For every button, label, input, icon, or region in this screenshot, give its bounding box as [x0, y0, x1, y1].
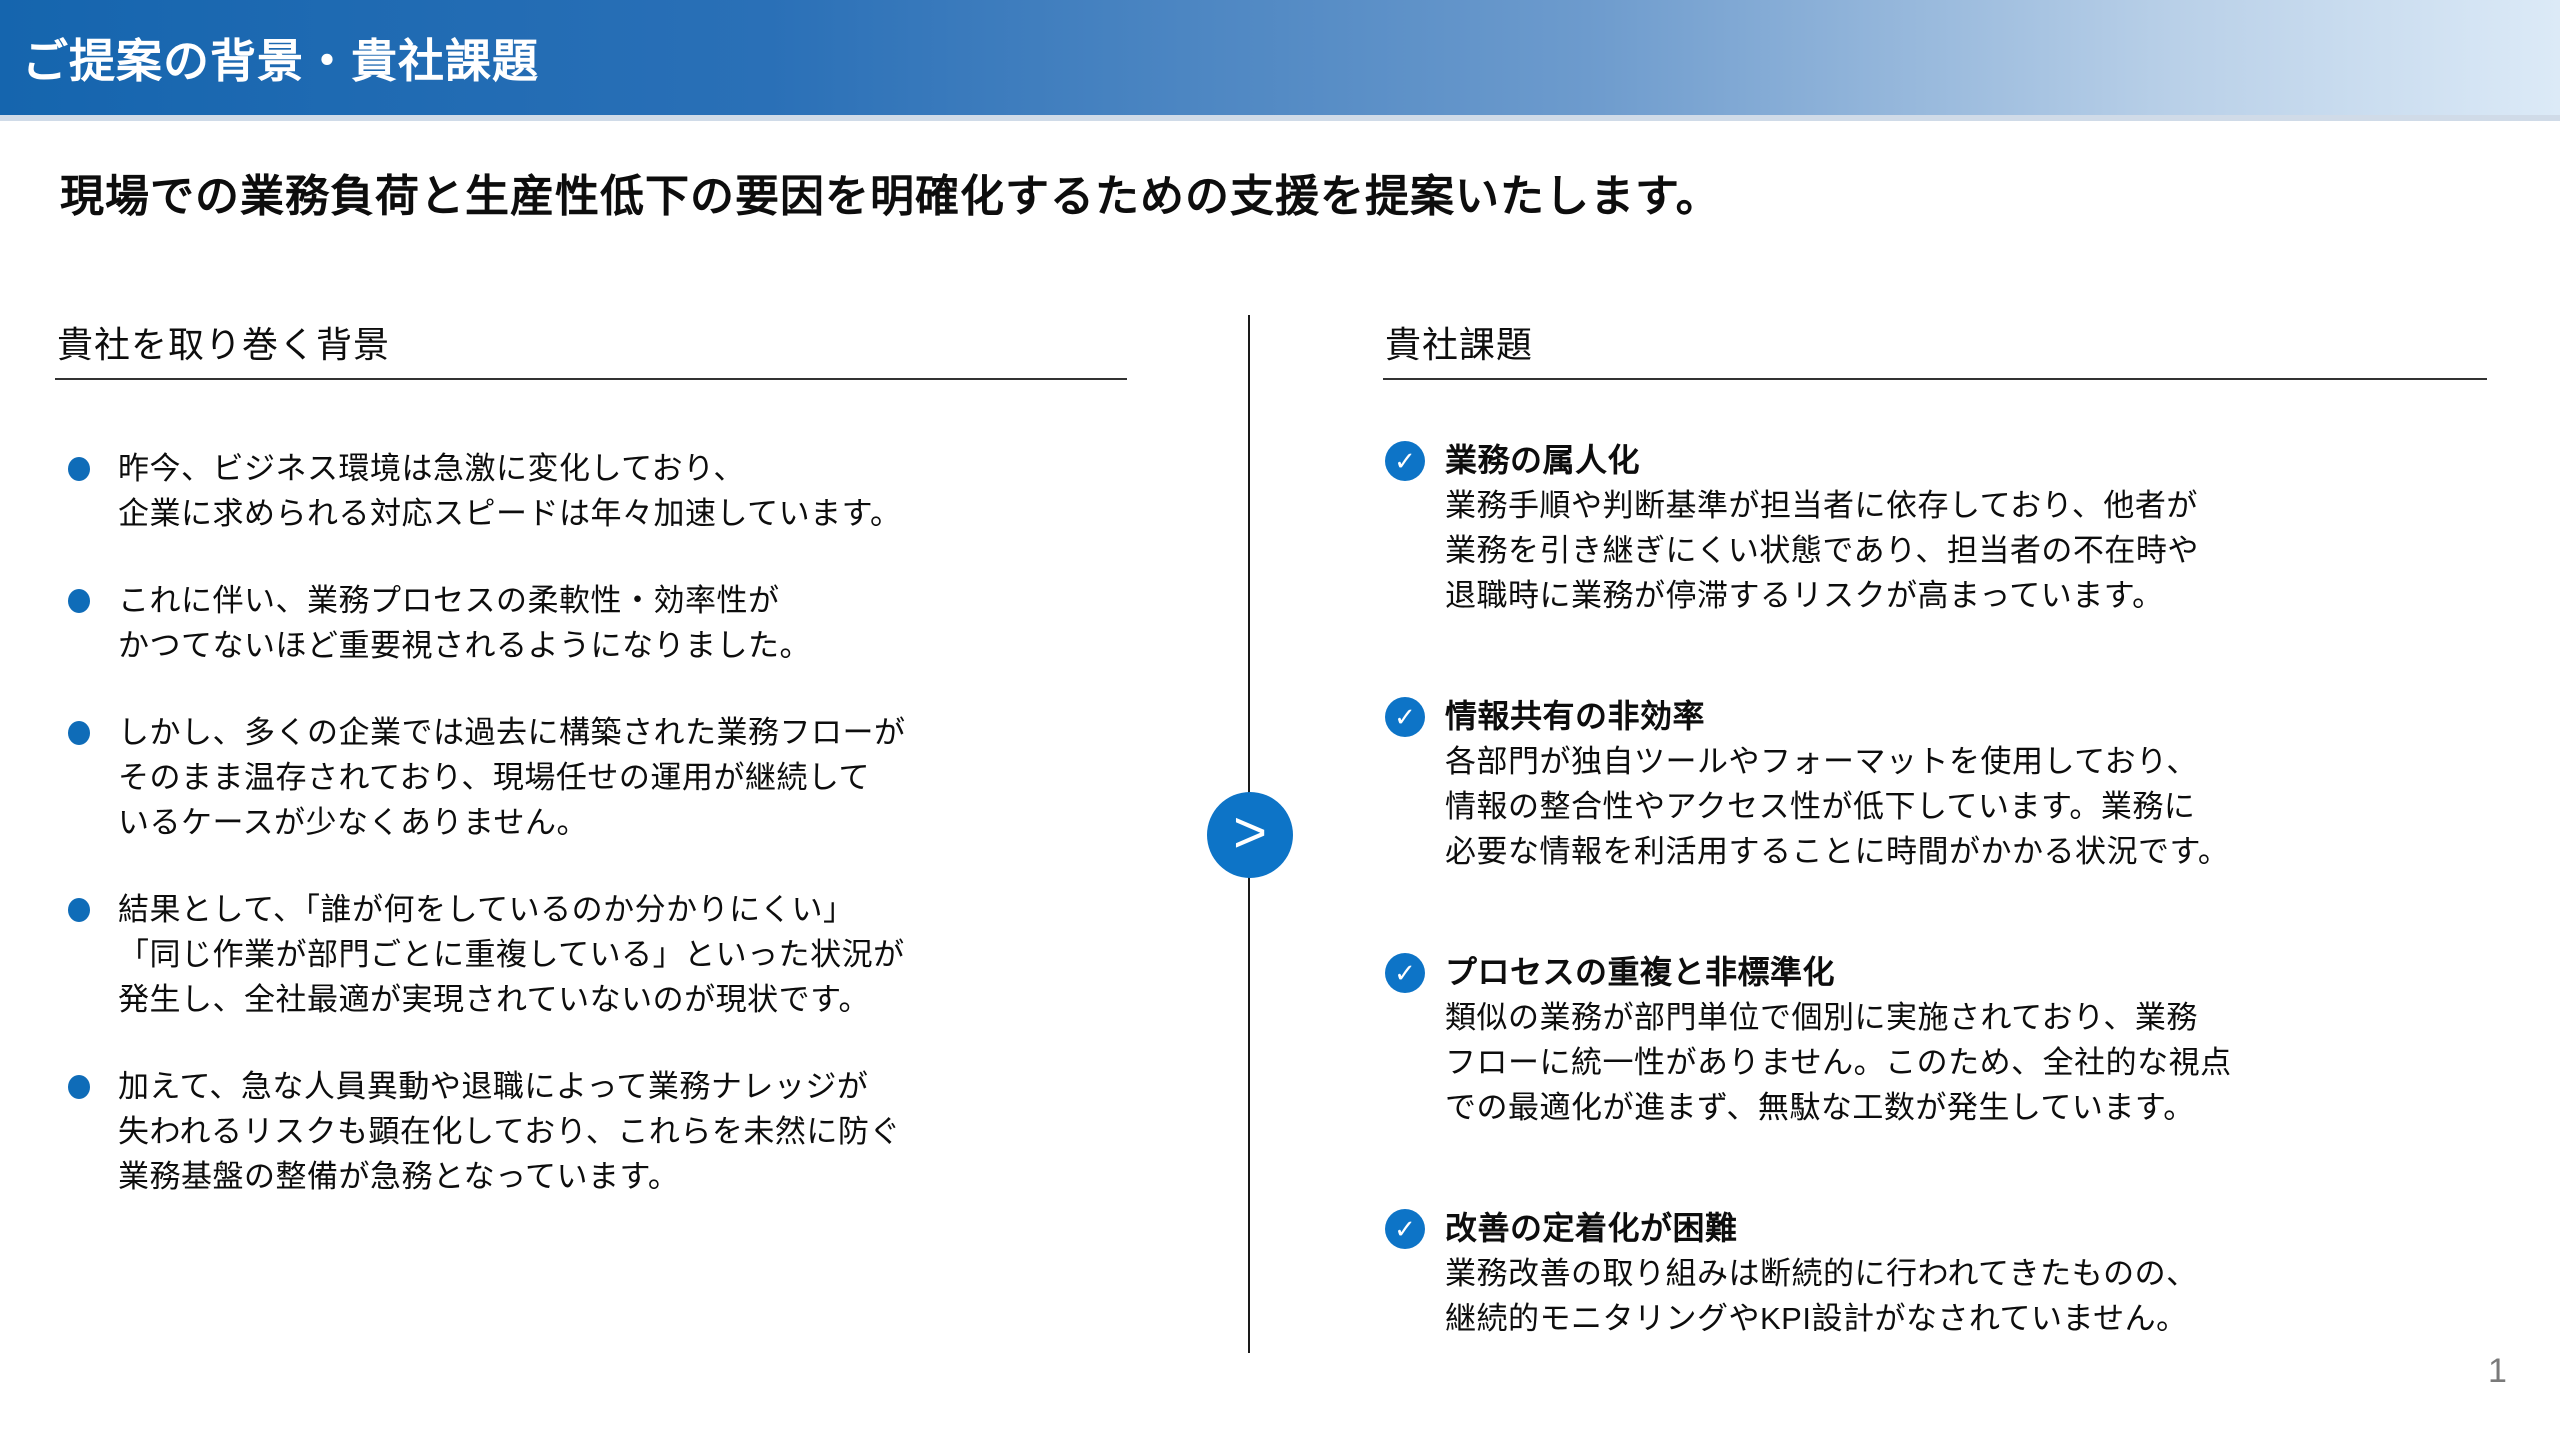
background-bullet-list: 昨今、ビジネス環境は急激に変化しており、 企業に求められる対応スピードは年々加速… [68, 446, 1168, 1199]
list-item: 加えて、急な人員異動や退職によって業務ナレッジが 失われるリスクも顕在化しており… [68, 1064, 1168, 1199]
list-item: これに伴い、業務プロセスの柔軟性・効率性が かつてないほど重要視されるようになり… [68, 578, 1168, 668]
challenge-text: 改善の定着化が困難 業務改善の取り組みは断続的に行われてきたものの、 継続的モニ… [1445, 1206, 2198, 1341]
bullet-dot-icon [68, 721, 90, 745]
challenge-body: 類似の業務が部門単位で個別に実施されており、業務 フローに統一性がありません。こ… [1445, 1000, 2232, 1125]
list-item: ✓ 改善の定着化が困難 業務改善の取り組みは断続的に行われてきたものの、 継続的… [1385, 1206, 2515, 1341]
check-icon: ✓ [1385, 953, 1425, 993]
bullet-text: しかし、多くの企業では過去に構築された業務フローが そのまま温存されており、現場… [118, 715, 906, 840]
bullet-text: 昨今、ビジネス環境は急激に変化しており、 企業に求められる対応スピードは年々加速… [118, 451, 902, 531]
list-item: しかし、多くの企業では過去に構築された業務フローが そのまま温存されており、現場… [68, 710, 1168, 845]
header-bar: ご提案の背景・貴社課題 [0, 0, 2560, 115]
challenge-body: 各部門が独自ツールやフォーマットを使用しており、 情報の整合性やアクセス性が低下… [1445, 744, 2230, 869]
challenge-title: 情報共有の非効率 [1445, 698, 1706, 734]
page-title: ご提案の背景・貴社課題 [22, 34, 539, 87]
challenge-text: プロセスの重複と非標準化 類似の業務が部門単位で個別に実施されており、業務 フロ… [1445, 950, 2232, 1130]
left-section-underline [55, 378, 1127, 380]
arrow-right-icon: > [1207, 792, 1293, 878]
challenge-text: 情報共有の非効率 各部門が独自ツールやフォーマットを使用しており、 情報の整合性… [1445, 694, 2229, 874]
list-item: ✓ 業務の属人化 業務手順や判断基準が担当者に依存しており、他者が 業務を引き継… [1385, 438, 2515, 618]
check-icon: ✓ [1385, 1209, 1425, 1249]
header-bottom-strip [0, 115, 2560, 121]
challenge-title: 業務の属人化 [1445, 442, 1641, 478]
page-number: 1 [2488, 1352, 2507, 1390]
right-section-underline [1383, 378, 2487, 380]
challenge-body: 業務手順や判断基準が担当者に依存しており、他者が 業務を引き継ぎにくい状態であり… [1445, 488, 2199, 613]
challenge-item-list: ✓ 業務の属人化 業務手順や判断基準が担当者に依存しており、他者が 業務を引き継… [1385, 438, 2515, 1341]
list-item: ✓ 情報共有の非効率 各部門が独自ツールやフォーマットを使用しており、 情報の整… [1385, 694, 2515, 874]
list-item: 結果として、「誰が何をしているのか分かりにくい」 「同じ作業が部門ごとに重複して… [68, 887, 1168, 1022]
left-section-heading: 貴社を取り巻く背景 [57, 324, 391, 365]
check-icon: ✓ [1385, 697, 1425, 737]
arrow-right-glyph: > [1233, 800, 1267, 865]
bullet-dot-icon [68, 898, 90, 922]
bullet-text: 加えて、急な人員異動や退職によって業務ナレッジが 失われるリスクも顕在化しており… [118, 1069, 901, 1194]
bullet-text: 結果として、「誰が何をしているのか分かりにくい」 「同じ作業が部門ごとに重複して… [118, 892, 905, 1017]
list-item: 昨今、ビジネス環境は急激に変化しており、 企業に求められる対応スピードは年々加速… [68, 446, 1168, 536]
challenge-text: 業務の属人化 業務手順や判断基準が担当者に依存しており、他者が 業務を引き継ぎに… [1445, 438, 2199, 618]
list-item: ✓ プロセスの重複と非標準化 類似の業務が部門単位で個別に実施されており、業務 … [1385, 950, 2515, 1130]
challenge-title: 改善の定着化が困難 [1445, 1210, 1738, 1246]
check-icon: ✓ [1385, 441, 1425, 481]
main-message: 現場での業務負荷と生産性低下の要因を明確化するための支援を提案いたします。 [60, 172, 1721, 221]
challenge-body: 業務改善の取り組みは断続的に行われてきたものの、 継続的モニタリングやKPI設計… [1445, 1256, 2198, 1336]
bullet-dot-icon [68, 589, 90, 613]
bullet-dot-icon [68, 1075, 90, 1099]
bullet-dot-icon [68, 457, 90, 481]
challenge-title: プロセスの重複と非標準化 [1445, 954, 1836, 990]
bullet-text: これに伴い、業務プロセスの柔軟性・効率性が かつてないほど重要視されるようになり… [118, 583, 811, 663]
right-section-heading: 貴社課題 [1385, 324, 1534, 365]
